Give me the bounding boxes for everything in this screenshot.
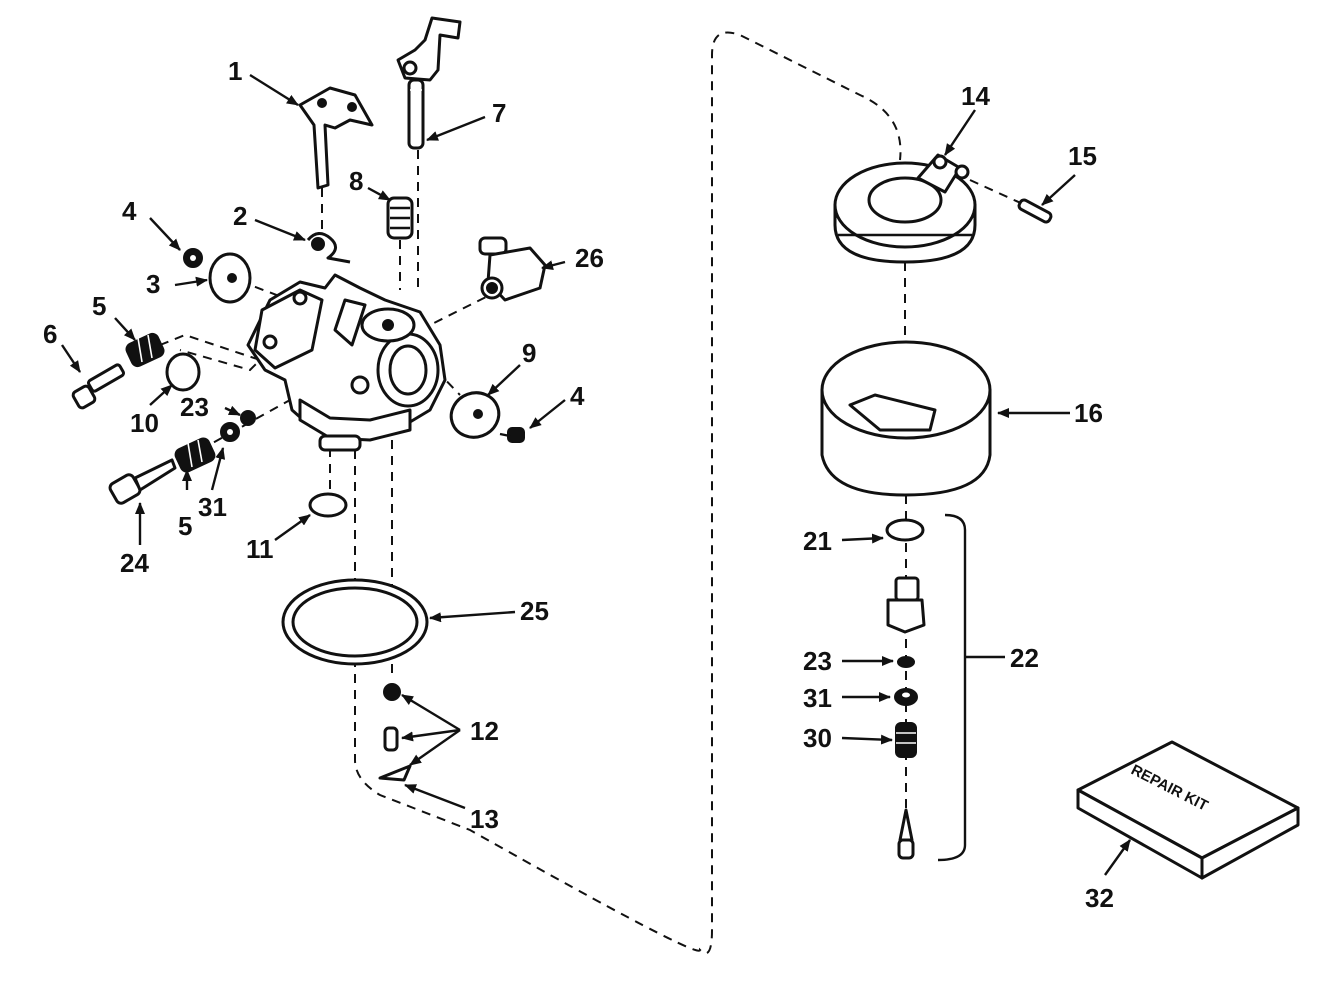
callout-9: 9	[522, 338, 536, 368]
spring-part-5-lower	[174, 437, 216, 473]
assembly-boundary-dashed	[354, 31, 902, 955]
leader-arrows	[61, 73, 1131, 876]
callout-5: 5	[92, 291, 106, 321]
spring-part-2	[306, 232, 351, 264]
callout-23: 23	[803, 646, 832, 676]
washer-part-23-left	[240, 410, 256, 426]
callout-7: 7	[492, 98, 506, 128]
assembly-bracket-22	[937, 513, 967, 862]
o-ring-part-11	[308, 492, 348, 518]
washer-part-23-right	[897, 656, 915, 668]
callout-22: 22	[1010, 643, 1039, 673]
callout-15: 15	[1068, 141, 1097, 171]
callout-30: 30	[803, 723, 832, 753]
float-part-14	[833, 153, 977, 264]
callout-24: 24	[120, 548, 149, 578]
callout-31: 31	[198, 492, 227, 522]
callout-1: 1	[228, 56, 242, 86]
callout-31: 31	[803, 683, 832, 713]
spring-part-30	[895, 722, 917, 758]
callout-2: 2	[233, 201, 247, 231]
callout-4: 4	[122, 196, 137, 226]
seal-part-31-right	[894, 688, 918, 706]
bowl-gasket-part-25	[281, 578, 429, 666]
callout-13: 13	[470, 804, 499, 834]
callout-23: 23	[180, 392, 209, 422]
float-pin-part-15	[1017, 198, 1053, 224]
screw-part-4-upper	[183, 248, 203, 268]
callout-3: 3	[146, 269, 160, 299]
callout-5: 5	[178, 511, 192, 541]
float-pin-part-12	[383, 683, 401, 752]
callout-4: 4	[570, 381, 585, 411]
repair-kit-part-32: REPAIR KIT	[1076, 740, 1300, 880]
callout-21: 21	[803, 526, 832, 556]
throttle-plate-part-1	[298, 86, 374, 190]
nozzle-part-22	[886, 576, 926, 634]
spring-part-8	[386, 196, 414, 240]
screw-part-4-lower	[499, 427, 525, 443]
o-ring-part-10	[165, 352, 201, 392]
screw-part-6	[71, 363, 125, 410]
spring-part-5-upper	[125, 332, 165, 368]
throttle-shaft-part-7	[396, 16, 462, 150]
callout-14: 14	[961, 81, 990, 111]
guide-line	[969, 179, 1026, 206]
callout-labels: 1 2 3 4 4 5 5 6 7 8 9 10 11 12 13 14 15 …	[43, 56, 1114, 913]
needle-valve-part-24	[108, 458, 177, 505]
callout-12: 12	[470, 716, 499, 746]
callout-8: 8	[349, 166, 363, 196]
callout-10: 10	[130, 408, 159, 438]
float-bowl-part-16	[820, 340, 992, 497]
carburetor-body	[246, 273, 447, 452]
needle-part-22	[897, 808, 915, 860]
guide-line	[159, 333, 262, 372]
callout-25: 25	[520, 596, 549, 626]
clip-part-13	[378, 764, 412, 782]
callout-6: 6	[43, 319, 57, 349]
fuel-fitting-part-26	[478, 236, 547, 302]
callout-11: 11	[246, 534, 274, 564]
callout-16: 16	[1074, 398, 1103, 428]
callout-32: 32	[1085, 883, 1114, 913]
callout-26: 26	[575, 243, 604, 273]
washer-part-21	[885, 518, 925, 542]
